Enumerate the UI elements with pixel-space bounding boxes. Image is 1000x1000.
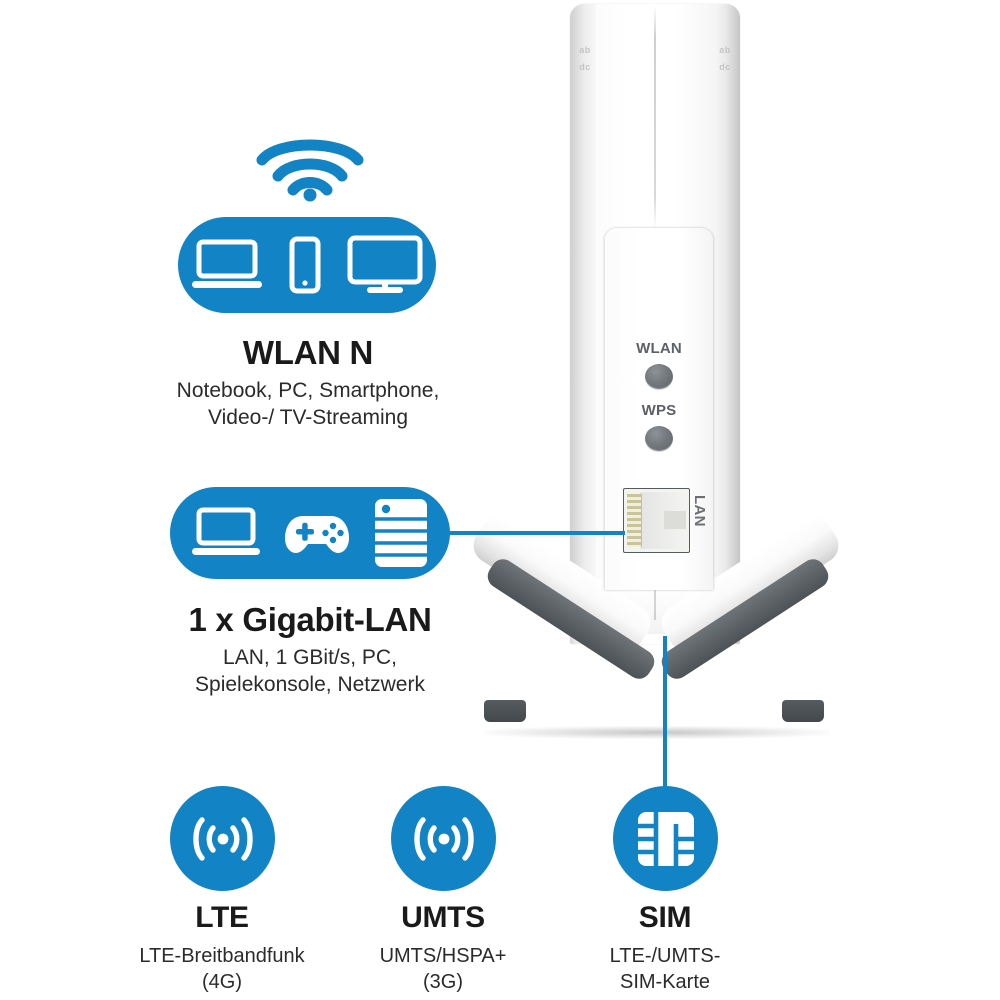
device-wps-button[interactable] (645, 426, 673, 451)
lan-device-pill (170, 487, 450, 579)
lan-subtitle-line1: LAN, 1 GBit/s, PC, (223, 646, 397, 669)
sim-subtitle-line2: SIM-Karte (619, 970, 711, 993)
device-lan-port-label: LAN (691, 495, 708, 527)
umts-subtitle: UMTS/HSPA+ (3G) (323, 944, 563, 995)
radio-waves-icon (189, 808, 257, 870)
router-pad-left (484, 700, 526, 722)
monitor-icon (347, 235, 423, 294)
device-wlan-button[interactable] (645, 364, 673, 389)
lan-port-notch (664, 511, 686, 529)
router-center-seam (654, 6, 656, 228)
sim-badge (613, 786, 718, 891)
device-wps-label: WPS (641, 402, 677, 419)
laptop-icon (191, 507, 261, 559)
wifi-signal-icon (256, 138, 364, 202)
laptop-icon (191, 238, 263, 292)
lan-subtitle-line2: Spielekonsole, Netzwerk (195, 672, 425, 696)
lte-subtitle-line1: LTE-Breitbandfunk (139, 945, 305, 967)
lte-badge (170, 786, 275, 891)
wlan-subtitle-line2: Video-/ TV-Streaming (208, 405, 408, 429)
umts-subtitle-line1: UMTS/HSPA+ (379, 945, 507, 967)
sim-card-icon (636, 810, 696, 868)
gamepad-icon (283, 509, 351, 557)
umts-subtitle-line2: (3G) (423, 970, 463, 993)
wlan-feature-title: WLAN N (242, 334, 374, 371)
sim-subtitle-line1: LTE-/UMTS- (609, 945, 721, 967)
lte-title: LTE (195, 901, 249, 934)
router-floor-shadow (484, 726, 829, 739)
sim-subtitle: LTE-/UMTS- SIM-Karte (545, 944, 785, 995)
sim-title: SIM (638, 901, 692, 934)
router-lower-seam (654, 570, 656, 620)
lan-port-pins (627, 494, 642, 547)
lan-feature-title: 1 x Gigabit-LAN (188, 601, 432, 638)
lte-subtitle: LTE-Breitbandfunk (4G) (102, 944, 342, 995)
lte-subtitle-line2: (4G) (202, 970, 242, 993)
router-pad-right (782, 700, 824, 722)
wlan-feature-subtitle: Notebook, PC, Smartphone, Video-/ TV-Str… (123, 378, 493, 432)
nas-server-icon (373, 497, 429, 569)
router-left-bevel (570, 4, 596, 624)
router-right-bevel (714, 4, 740, 624)
radio-waves-icon (410, 808, 478, 870)
device-wlan-label: WLAN (636, 340, 682, 357)
umts-badge (391, 786, 496, 891)
wlan-subtitle-line1: Notebook, PC, Smartphone, (176, 379, 440, 402)
umts-title: UMTS (401, 901, 485, 934)
smartphone-icon (289, 236, 321, 294)
lan-feature-subtitle: LAN, 1 GBit/s, PC, Spielekonsole, Netzwe… (120, 645, 500, 699)
wlan-device-pill (178, 217, 436, 313)
connector-line-lan (440, 531, 625, 535)
device-lan-port[interactable] (623, 488, 690, 553)
connector-line-sim (663, 636, 667, 788)
